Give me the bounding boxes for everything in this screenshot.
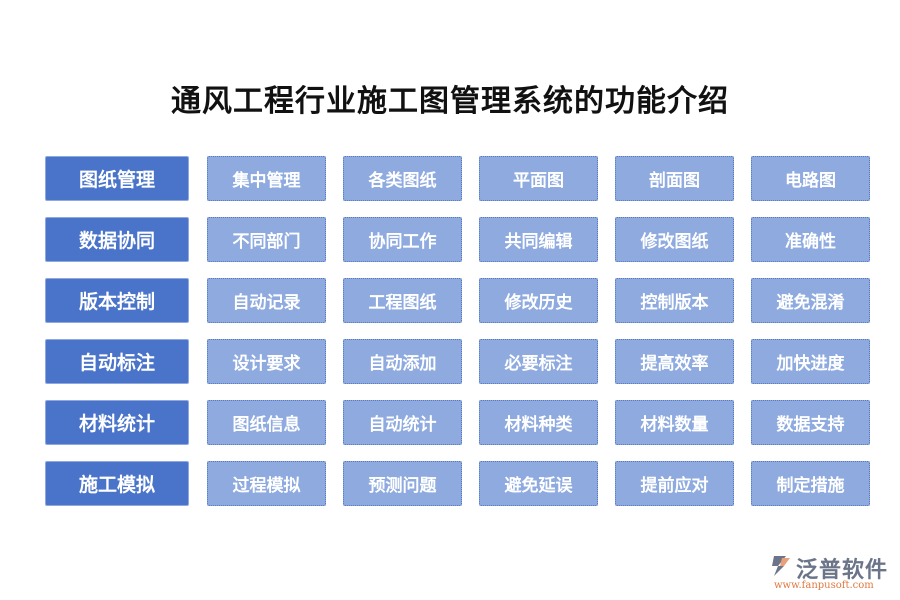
feature-item: 各类图纸 xyxy=(343,156,462,201)
feature-item: 材料数量 xyxy=(615,400,734,445)
category-box: 施工模拟 xyxy=(45,461,189,506)
feature-item: 材料种类 xyxy=(479,400,598,445)
feature-item: 自动记录 xyxy=(207,278,326,323)
category-box: 材料统计 xyxy=(45,400,189,445)
category-box: 图纸管理 xyxy=(45,156,189,201)
feature-item: 工程图纸 xyxy=(343,278,462,323)
feature-item: 图纸信息 xyxy=(207,400,326,445)
feature-item: 自动统计 xyxy=(343,400,462,445)
category-box: 数据协同 xyxy=(45,217,189,262)
category-box: 自动标注 xyxy=(45,339,189,384)
category-box: 版本控制 xyxy=(45,278,189,323)
feature-item: 修改图纸 xyxy=(615,217,734,262)
feature-item: 自动添加 xyxy=(343,339,462,384)
logo-icon xyxy=(772,556,790,576)
feature-row: 自动标注设计要求自动添加必要标注提高效率加快进度 xyxy=(45,339,870,384)
feature-item: 控制版本 xyxy=(615,278,734,323)
feature-item: 修改历史 xyxy=(479,278,598,323)
feature-item: 剖面图 xyxy=(615,156,734,201)
feature-row: 版本控制自动记录工程图纸修改历史控制版本避免混淆 xyxy=(45,278,870,323)
feature-item: 提前应对 xyxy=(615,461,734,506)
feature-item: 过程模拟 xyxy=(207,461,326,506)
feature-row: 数据协同不同部门协同工作共同编辑修改图纸准确性 xyxy=(45,217,870,262)
feature-item: 设计要求 xyxy=(207,339,326,384)
page-title: 通风工程行业施工图管理系统的功能介绍 xyxy=(171,84,729,119)
feature-item: 制定措施 xyxy=(751,461,870,506)
feature-item: 电路图 xyxy=(751,156,870,201)
feature-row: 材料统计图纸信息自动统计材料种类材料数量数据支持 xyxy=(45,400,870,445)
fanpusoft-logo: 泛普软件 www.fanpusoft.com xyxy=(768,552,893,592)
feature-item: 提高效率 xyxy=(615,339,734,384)
feature-item: 集中管理 xyxy=(207,156,326,201)
logo-url: www.fanpusoft.com xyxy=(774,580,874,591)
feature-item: 平面图 xyxy=(479,156,598,201)
feature-item: 共同编辑 xyxy=(479,217,598,262)
feature-item: 协同工作 xyxy=(343,217,462,262)
feature-item: 避免混淆 xyxy=(751,278,870,323)
feature-item: 避免延误 xyxy=(479,461,598,506)
feature-item: 必要标注 xyxy=(479,339,598,384)
feature-row: 施工模拟过程模拟预测问题避免延误提前应对制定措施 xyxy=(45,461,870,506)
feature-item: 加快进度 xyxy=(751,339,870,384)
feature-item: 不同部门 xyxy=(207,217,326,262)
feature-item: 数据支持 xyxy=(751,400,870,445)
feature-row: 图纸管理集中管理各类图纸平面图剖面图电路图 xyxy=(45,156,870,201)
feature-item: 准确性 xyxy=(751,217,870,262)
feature-item: 预测问题 xyxy=(343,461,462,506)
logo-name: 泛普软件 xyxy=(796,558,889,583)
